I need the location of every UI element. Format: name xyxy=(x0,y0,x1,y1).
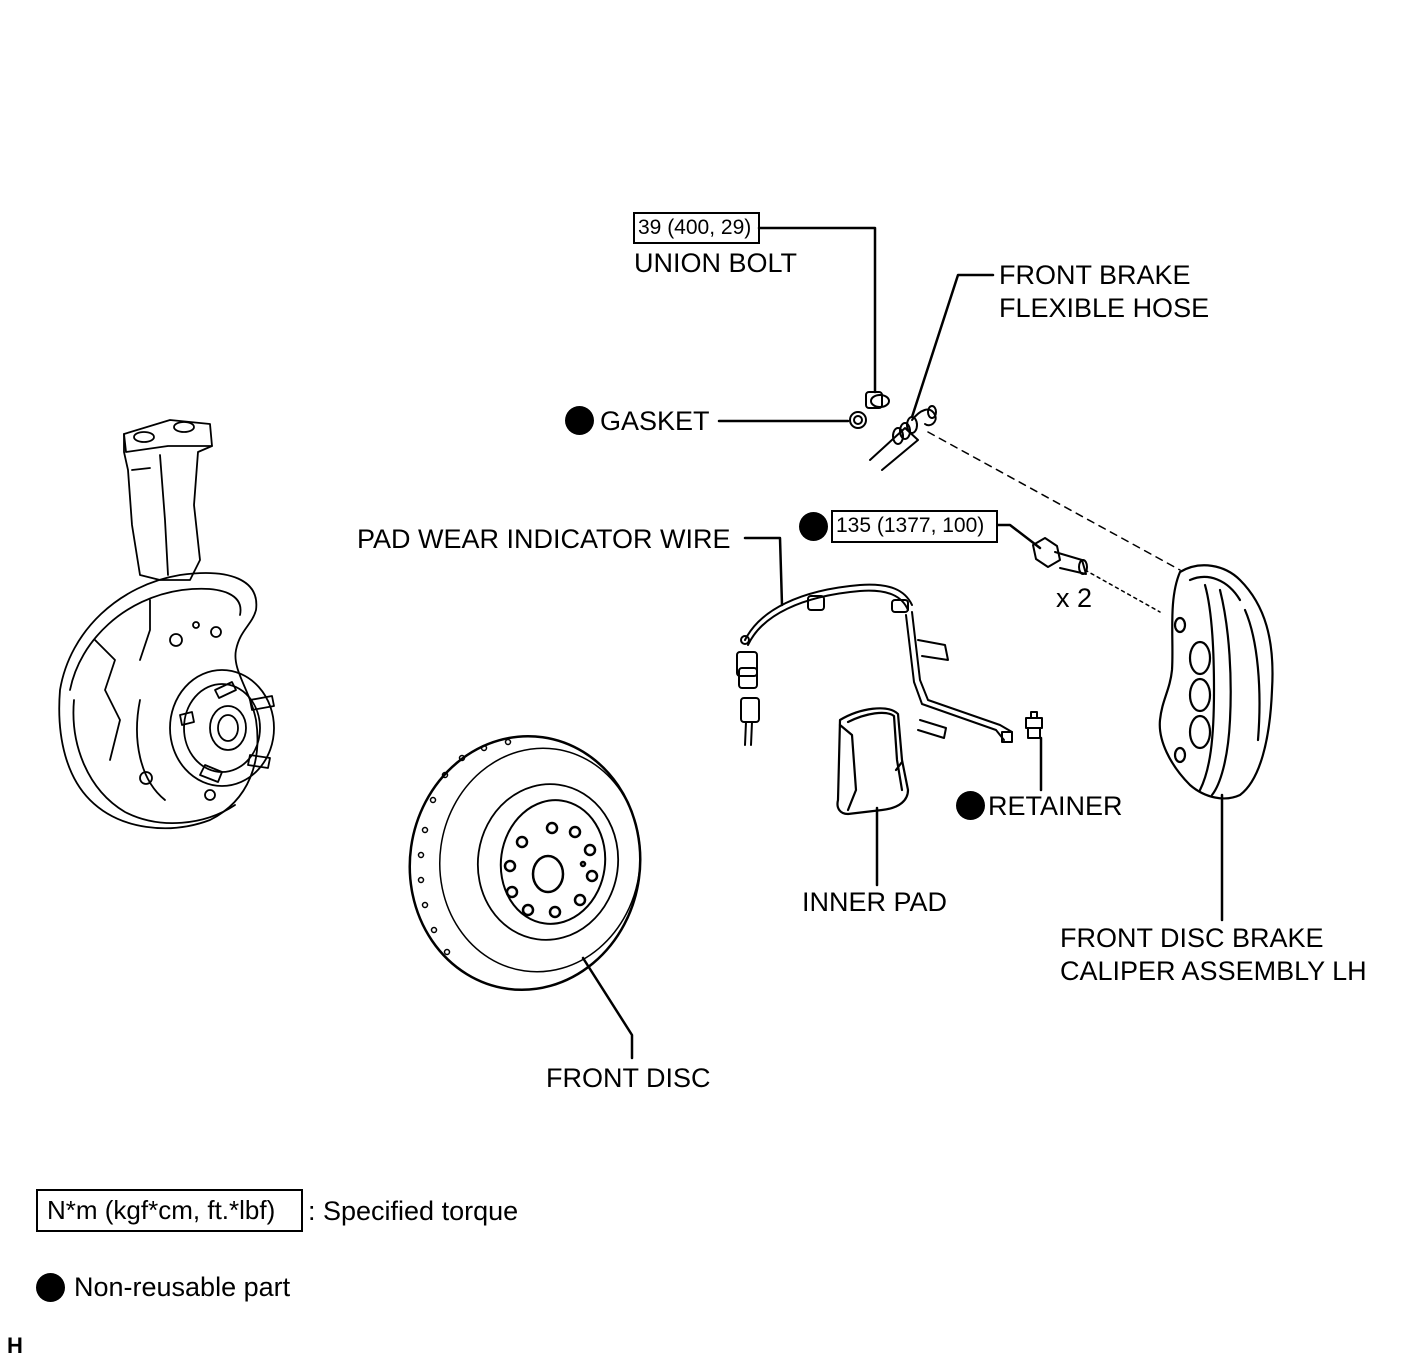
caliper-bolt-nonreusable-dot xyxy=(799,512,828,541)
pad-wear-indicator-wire xyxy=(736,583,1013,746)
caliper-bolt xyxy=(1032,537,1088,575)
gasket-nonreusable-dot xyxy=(565,406,594,435)
alignment-lines xyxy=(927,431,1181,613)
flexible-hose-label-line2: FLEXIBLE HOSE xyxy=(999,293,1210,323)
corner-mark: H xyxy=(7,1333,23,1358)
front-disc xyxy=(408,734,642,992)
retainer-label: RETAINER xyxy=(988,791,1123,821)
front-disc-label: FRONT DISC xyxy=(546,1063,711,1093)
retainer-part xyxy=(1025,711,1043,739)
caliper-bolt-quantity: x 2 xyxy=(1056,583,1093,613)
union-bolt-torque-box: 39 (400, 29) xyxy=(633,212,760,244)
union-bolt-label: UNION BOLT xyxy=(634,248,798,278)
legend-nonreusable-dot xyxy=(36,1273,65,1302)
legend-nonreusable-description: Non-reusable part xyxy=(74,1272,291,1302)
legend-torque-description: : Specified torque xyxy=(308,1196,519,1226)
legend-torque-box: N*m (kgf*cm, ft.*lbf) xyxy=(36,1189,303,1232)
steering-knuckle xyxy=(58,419,275,830)
inner-pad xyxy=(836,707,910,816)
gasket-label: GASKET xyxy=(600,406,710,436)
caliper-label-line2: CALIPER ASSEMBLY LH xyxy=(1060,956,1367,986)
leader-lines xyxy=(581,226,1224,1060)
retainer-nonreusable-dot xyxy=(956,791,985,820)
caliper-label-line1: FRONT DISC BRAKE xyxy=(1060,923,1324,953)
flexible-hose-label-line1: FRONT BRAKE xyxy=(999,260,1191,290)
pad-wear-indicator-wire-label: PAD WEAR INDICATOR WIRE xyxy=(357,524,731,554)
caliper-bolt-torque-box: 135 (1377, 100) xyxy=(831,510,998,543)
caliper-assembly xyxy=(1158,564,1274,800)
inner-pad-label: INNER PAD xyxy=(802,887,948,917)
union-bolt-and-hose xyxy=(849,391,937,471)
